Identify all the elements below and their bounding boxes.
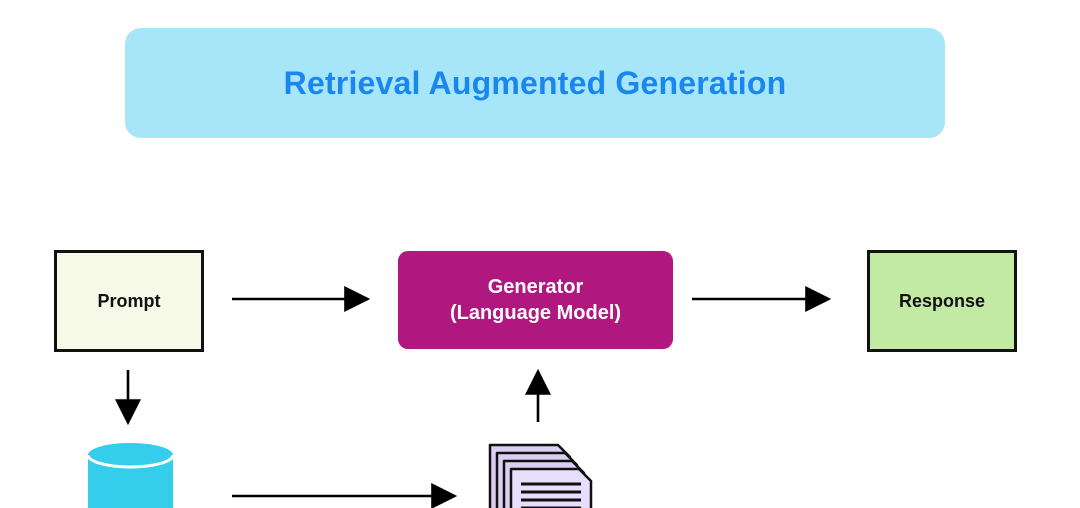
database-icon bbox=[86, 443, 175, 508]
generator-label-line1: Generator bbox=[487, 276, 584, 298]
response-node: Response bbox=[867, 250, 1017, 352]
generator-node: Generator (Language Model) bbox=[398, 251, 673, 349]
prompt-node: Prompt bbox=[54, 250, 204, 352]
documents-stack-icon bbox=[488, 443, 593, 508]
prompt-label: Prompt bbox=[97, 290, 161, 311]
diagram-title: Retrieval Augmented Generation bbox=[283, 64, 787, 101]
response-label: Response bbox=[898, 290, 986, 311]
title-banner: Retrieval Augmented Generation bbox=[125, 28, 945, 138]
generator-label-line2: (Language Model) bbox=[449, 302, 622, 324]
